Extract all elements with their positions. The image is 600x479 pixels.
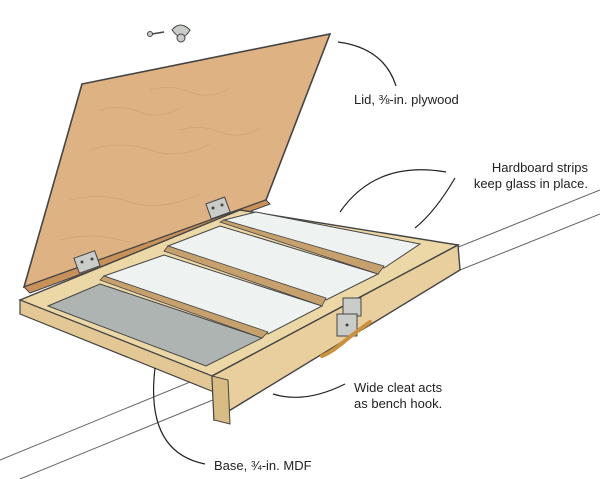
wide-cleat-callout: Wide cleat acts as bench hook. <box>354 380 442 412</box>
hardboard-strips-callout-line-1: Hardboard strips <box>474 160 588 176</box>
hardboard-strips-callout: Hardboard strips keep glass in place. <box>474 160 588 192</box>
screw-icon <box>148 32 165 37</box>
hardboard-strips-callout-line-2: keep glass in place. <box>474 176 588 192</box>
wing-nut-icon <box>172 25 190 42</box>
wide-cleat-callout-line-1: Wide cleat acts <box>354 380 442 396</box>
cleat-end <box>212 376 230 424</box>
base-callout: Base, ¾-in. MDF <box>214 458 312 474</box>
wide-cleat-callout-line-2: as bench hook. <box>354 396 442 412</box>
lid-callout: Lid, ⅜-in. plywood <box>354 92 459 108</box>
